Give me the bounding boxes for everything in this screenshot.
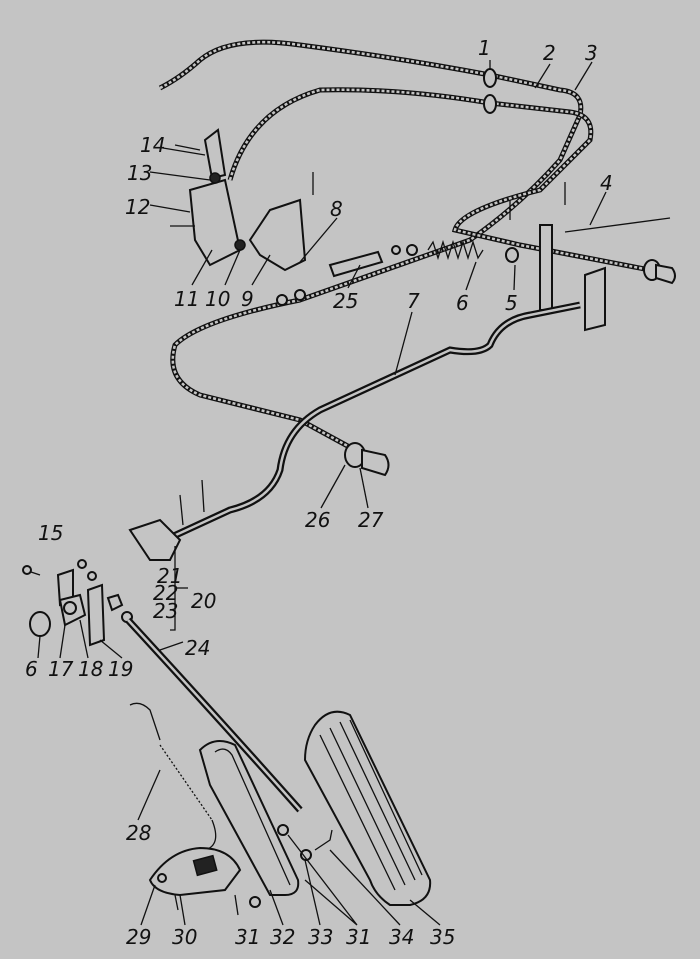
callout-24: 24 [185,636,210,660]
bushing-5 [505,247,519,263]
callout-7: 7 [407,289,420,313]
callout-14: 14 [140,133,165,157]
knob-26-27 [344,442,390,477]
pedal-base-30 [148,824,333,916]
callout-17: 17 [48,657,74,681]
callout-3: 3 [585,41,598,65]
callout-2: 2 [543,41,556,65]
leader-lines [37,60,607,926]
callout-26: 26 [305,508,330,532]
callout-28: 28 [126,821,151,845]
callout-10: 10 [205,287,230,311]
callout-31: 31 [235,925,260,949]
knob-right [643,259,676,285]
callout-4: 4 [600,171,613,195]
callout-5: 5 [505,291,518,315]
callout-15: 15 [38,521,63,545]
callout-29: 29 [126,925,151,949]
pedal-bracket-parts [22,546,188,647]
carburetor-linkage [170,128,566,306]
callout-33: 33 [308,925,333,949]
callout-13: 13 [127,161,152,185]
clamp-1b [483,94,497,114]
callout-18: 18 [78,657,103,681]
callout-19: 19 [108,657,133,681]
callout-6b: 6 [25,657,38,681]
rod-4 [564,217,671,233]
clamp-1 [483,68,497,88]
bracket-plate [584,266,606,332]
callout-8: 8 [330,197,343,221]
throttle-rod-7 [163,301,581,544]
callout-30: 30 [172,925,197,949]
link-25 [328,250,384,278]
callout-6: 6 [456,291,469,315]
callout-9: 9 [241,287,254,311]
callout-34: 34 [389,925,414,949]
pedal-lever [198,740,300,896]
spring-6 [427,239,484,261]
callout-35: 35 [430,925,455,949]
callout-25: 25 [333,289,358,313]
callout-21: 21 [157,564,182,588]
bracket-right [539,224,553,311]
callout-27: 27 [358,508,384,532]
callout-31b: 31 [346,925,371,949]
callout-11: 11 [174,287,199,311]
accelerator-lever [128,479,205,561]
callout-20: 20 [191,589,216,613]
callout-22: 22 [153,581,178,605]
callout-1: 1 [478,36,491,60]
callout-23: 23 [153,599,178,623]
callout-12: 12 [125,195,150,219]
callout-32: 32 [270,925,295,949]
pedal-pad-35 [303,710,432,906]
upper-cable [158,39,584,453]
